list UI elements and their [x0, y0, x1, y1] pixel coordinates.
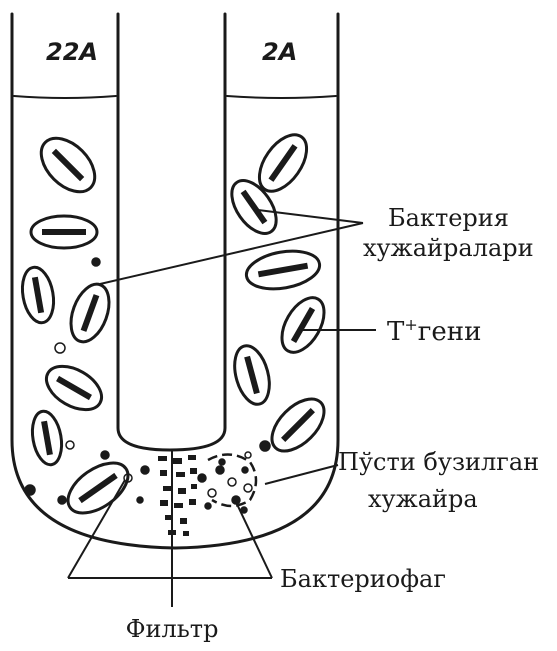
- bacterium-cell: [273, 291, 332, 360]
- bacterium-cell: [243, 246, 322, 294]
- liquid-meniscus-right: [227, 96, 336, 98]
- lysed-cell-label-line2: хужайра: [368, 485, 478, 513]
- pointer-bacteria-2: [100, 223, 363, 284]
- bacterium-cell: [31, 128, 105, 202]
- filter-membrane: [158, 455, 197, 536]
- bacterium-cell: [223, 173, 285, 242]
- right-arm-label: 2A: [262, 38, 297, 66]
- bacteriophage-label: Бактериофаг: [280, 565, 446, 593]
- bacterium-cell: [29, 409, 66, 467]
- lysed-cell-label-line1: Пўсти бузилган: [338, 448, 539, 476]
- bacterium-cell: [64, 279, 116, 347]
- gene-label-suffix: гени: [418, 317, 482, 347]
- bacterium-cell: [18, 265, 57, 325]
- left-arm-label: 22A: [46, 38, 98, 66]
- liquid-meniscus-left: [14, 96, 116, 98]
- bacterium-cell: [59, 453, 136, 523]
- u-tube-outer-wall: [12, 14, 338, 548]
- bacterium-cell: [31, 216, 97, 248]
- gene-label-prefix: T: [387, 317, 405, 347]
- filter-label: Фильтр: [126, 615, 219, 643]
- bacterium-cell: [263, 390, 334, 461]
- pointer-lysed-cell: [265, 465, 338, 484]
- gene-label-superscript: +: [404, 315, 417, 334]
- bacteriophage-particles: [25, 258, 270, 513]
- bacterium-cell: [229, 342, 275, 408]
- bacterium-cell: [39, 357, 109, 418]
- u-tube-inner-wall: [118, 14, 225, 450]
- pointer-phage-left: [68, 480, 125, 578]
- gene-label: T+гени: [387, 315, 481, 347]
- bacteria-cells-label-line1: Бактерия: [388, 204, 509, 232]
- pointer-bacteria-1: [258, 210, 363, 223]
- bacteria-cells-label-line2: хужайралари: [363, 234, 534, 262]
